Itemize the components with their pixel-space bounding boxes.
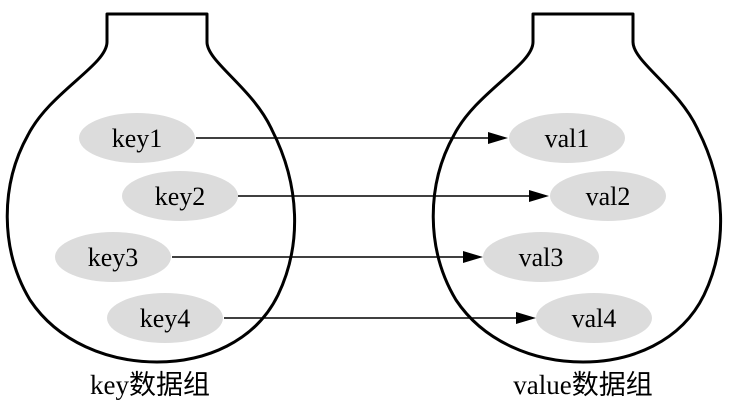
key-pill-2-label: key2	[155, 182, 206, 211]
arrow-2-head	[529, 190, 549, 202]
value-group: val1 val2 val3 val4 value数据组	[431, 12, 723, 400]
arrow-4	[224, 312, 536, 324]
key-pill-3: key3	[55, 232, 171, 282]
arrow-4-head	[516, 312, 536, 324]
key-group: key1 key2 key3 key4 key数据组	[5, 12, 297, 400]
value-pill-4-shape	[536, 293, 652, 343]
value-pill-4: val4	[536, 293, 652, 343]
arrow-3	[172, 251, 483, 263]
arrow-1-head	[488, 132, 508, 144]
key-pill-1: key1	[79, 113, 195, 163]
value-pill-1-label: val1	[545, 124, 590, 153]
key-pill-3-shape	[55, 232, 171, 282]
key-pill-3-label: key3	[88, 243, 139, 272]
key-pill-1-shape	[79, 113, 195, 163]
key-pill-4: key4	[107, 293, 223, 343]
value-pill-2-shape	[550, 171, 666, 221]
value-pill-2: val2	[550, 171, 666, 221]
value-pill-1-shape	[509, 113, 625, 163]
value-group-caption: value数据组	[513, 370, 652, 400]
value-pill-4-label: val4	[572, 304, 617, 333]
arrow-1	[196, 132, 508, 144]
key-group-caption: key数据组	[90, 370, 210, 400]
key-pill-4-label: key4	[140, 304, 191, 333]
key-pill-2-shape	[122, 171, 238, 221]
key-pill-2: key2	[122, 171, 238, 221]
mapping-arrows	[172, 132, 549, 324]
value-pill-2-label: val2	[586, 182, 631, 211]
key-pill-4-shape	[107, 293, 223, 343]
value-pill-3: val3	[483, 232, 599, 282]
arrow-3-head	[463, 251, 483, 263]
value-pill-3-shape	[483, 232, 599, 282]
value-pill-3-label: val3	[519, 243, 564, 272]
key-pill-1-label: key1	[112, 124, 163, 153]
arrow-2	[238, 190, 549, 202]
value-pill-1: val1	[509, 113, 625, 163]
